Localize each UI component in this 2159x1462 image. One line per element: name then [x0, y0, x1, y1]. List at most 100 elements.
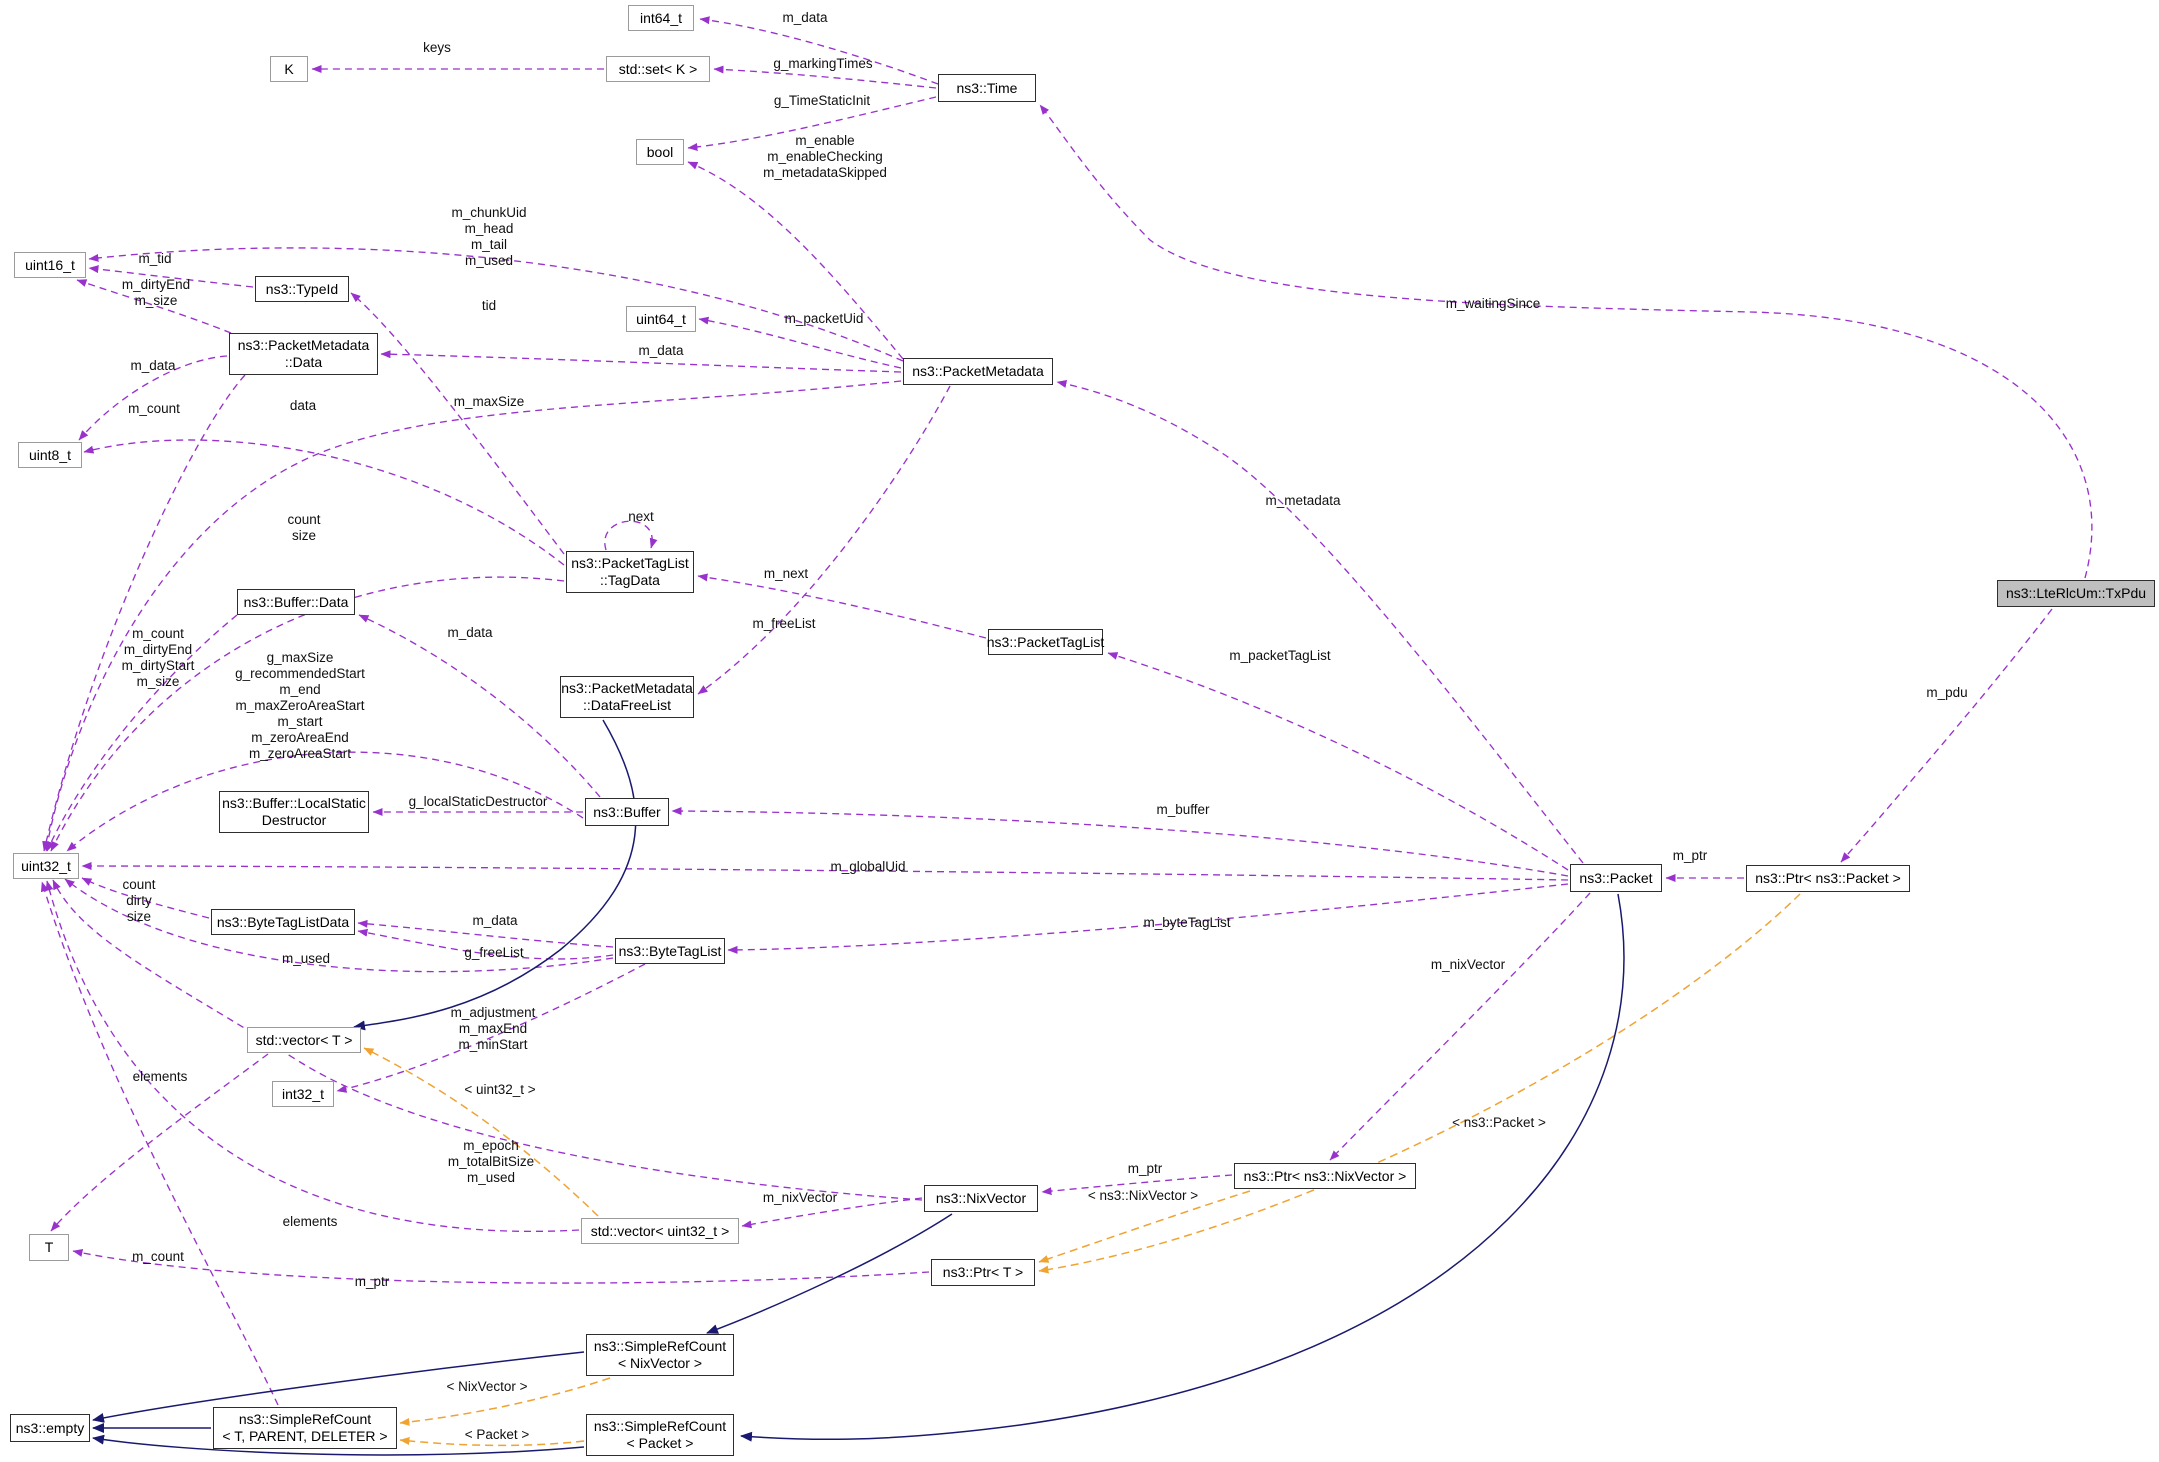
edge-label-packetmetadata-data-to-uint8-t: m_data: [130, 358, 176, 373]
node-ns3-empty[interactable]: ns3::empty: [10, 1414, 90, 1442]
edge-ptr-nixvector-to-ptr-t: [1038, 1190, 1251, 1263]
edge-ns3-packetmetadata-to-packetmetadata-datafreelist: [697, 385, 951, 695]
edge-label-ns3-bytetaglist-to-ns3-bytetaglistdata: g_freeList: [464, 945, 524, 960]
edge-ns3-buffer-to-buffer-data: [358, 614, 601, 798]
edge-ns3-packet-to-ns3-buffer: [671, 807, 1569, 877]
edge-std-vector-t-to-t: [50, 1053, 269, 1232]
node-ns3-time[interactable]: ns3::Time: [938, 74, 1036, 102]
node-ns3-bytetaglistdata[interactable]: ns3::ByteTagListData: [211, 909, 355, 935]
edge-ns3-packetmetadata-to-uint32-t: [43, 380, 902, 852]
edge-label-packettaglist-tagdata-to-packettaglist-tagdata: next: [628, 509, 654, 524]
edge-label-ns3-packet-to-uint32-t: m_globalUid: [830, 859, 906, 874]
edge-label-ns3-packetmetadata-to-packetmetadata-data: m_data: [638, 343, 684, 358]
node-ptr-t[interactable]: ns3::Ptr< T >: [931, 1259, 1035, 1286]
edge-ns3-bytetaglistdata-to-uint32-t: [81, 877, 210, 919]
edge-label-ns3-time-to-int64-t: m_data: [782, 10, 828, 25]
edge-packettaglist-tagdata-to-ns3-typeid: [350, 292, 565, 555]
edge-label-packettaglist-tagdata-to-uint32-t: count size: [287, 512, 321, 543]
node-t: T: [29, 1234, 69, 1261]
node-ns3-buffer[interactable]: ns3::Buffer: [585, 798, 669, 826]
node-packetmetadata-datafreelist[interactable]: ns3::PacketMetadata ::DataFreeList: [560, 676, 694, 718]
edge-ns3-buffer-to-uint32-t: [66, 751, 584, 852]
node-ns3-nixvector[interactable]: ns3::NixVector: [924, 1185, 1038, 1212]
edge-label-ns3-packet-to-ptr-nixvector: m_nixVector: [1430, 957, 1506, 972]
edge-label-packettaglist-tagdata-to-ns3-typeid: tid: [481, 298, 497, 313]
edge-ptr-packet-to-ptr-t: [1038, 893, 1801, 1274]
edge-label-ns3-bytetaglist-to-ns3-bytetaglistdata: m_data: [472, 913, 518, 928]
edge-simplerefcount-packet-to-ns3-empty: [92, 1434, 585, 1456]
edge-buffer-data-to-uint32-t: [46, 614, 238, 852]
edge-label-ns3-packet-to-ns3-buffer: m_buffer: [1156, 802, 1210, 817]
edge-label-ns3-packet-to-ns3-packettaglist: m_packetTagList: [1229, 648, 1331, 663]
edge-ns3-bytetaglist-to-ns3-bytetaglistdata: [357, 919, 614, 948]
edge-ns3-time-to-int64-t: [699, 16, 939, 85]
edge-label-ptr-packet-to-ns3-packet: m_ptr: [1672, 848, 1708, 863]
edge-simplerefcount-tpd-to-uint32-t: [40, 881, 279, 1406]
edge-ns3-time-to-std-set-k: [713, 65, 937, 89]
edge-label-ns3-nixvector-to-std-vector-uint32-t: m_nixVector: [762, 1190, 838, 1205]
edge-simplerefcount-packet-to-simplerefcount-tpd: [399, 1436, 585, 1447]
edge-ptr-t-to-t: [72, 1249, 930, 1284]
node-buffer-localstaticdestructor[interactable]: ns3::Buffer::LocalStatic Destructor: [219, 791, 369, 833]
node-int32-t: int32_t: [272, 1081, 334, 1107]
edge-ns3-nixvector-to-uint32-t: [52, 879, 923, 1201]
node-ns3-packetmetadata[interactable]: ns3::PacketMetadata: [903, 358, 1053, 385]
edge-ns3-nixvector-to-std-vector-uint32-t: [741, 1197, 923, 1229]
node-packettaglist-tagdata[interactable]: ns3::PacketTagList ::TagData: [566, 551, 694, 593]
edge-std-vector-uint32-t-to-std-vector-t: [363, 1047, 599, 1217]
edge-label-buffer-data-to-uint32-t: m_count m_dirtyEnd m_dirtyStart m_size: [121, 626, 195, 689]
edge-ns3-nixvector-to-simplerefcount-nixvector: [706, 1213, 953, 1334]
edge-label-ns3-packetmetadata-to-uint64-t: m_packetUid: [784, 311, 864, 326]
edge-label-ns3-bytetaglist-to-int32-t: m_adjustment m_maxEnd m_minStart: [450, 1005, 536, 1052]
edge-label-ns3-time-to-std-set-k: g_markingTimes: [773, 56, 873, 71]
edge-label-simplerefcount-packet-to-simplerefcount-tpd: < Packet >: [464, 1427, 530, 1442]
edge-ns3-packetmetadata-to-uint16-t: [88, 247, 904, 362]
edge-ns3-packettaglist-to-packettaglist-tagdata: [697, 573, 987, 639]
edge-ns3-packetmetadata-to-packetmetadata-data: [380, 350, 902, 373]
edge-ns3-packet-to-ns3-packetmetadata: [1056, 380, 1584, 864]
edge-ns3-packetmetadata-to-bool: [687, 161, 904, 360]
node-ns3-packettaglist[interactable]: ns3::PacketTagList: [987, 629, 1104, 655]
node-ns3-bytetaglist[interactable]: ns3::ByteTagList: [615, 938, 725, 964]
edge-ns3-typeid-to-uint16-t: [88, 265, 254, 288]
edge-label-packetmetadata-data-to-uint16-t: m_dirtyEnd m_size: [121, 277, 191, 308]
node-lterlcum-txpdu: ns3::LteRlcUm::TxPdu: [1997, 580, 2155, 607]
edge-label-ns3-nixvector-to-uint32-t: m_epoch m_totalBitSize m_used: [447, 1138, 535, 1185]
node-k: K: [270, 56, 308, 82]
edge-label-ns3-packetmetadata-to-packetmetadata-datafreelist: m_freeList: [752, 616, 816, 631]
edge-label-std-set-k-to-k: keys: [423, 40, 451, 55]
node-ptr-nixvector[interactable]: ns3::Ptr< ns3::NixVector >: [1234, 1163, 1416, 1189]
node-ns3-typeid[interactable]: ns3::TypeId: [255, 276, 349, 302]
edge-packettaglist-tagdata-to-uint32-t: [50, 576, 565, 852]
edge-lterlcum-txpdu-to-ns3-time: [1039, 104, 2093, 579]
node-ns3-packet[interactable]: ns3::Packet: [1570, 864, 1662, 892]
node-std-vector-uint32-t: std::vector< uint32_t >: [581, 1218, 739, 1244]
edge-ns3-bytetaglist-to-int32-t: [336, 963, 646, 1093]
edge-label-ns3-buffer-to-buffer-data: m_data: [447, 625, 493, 640]
edge-label-ptr-t-to-t: m_ptr: [354, 1274, 390, 1289]
node-std-vector-t: std::vector< T >: [247, 1027, 361, 1053]
edge-ptr-nixvector-to-ns3-nixvector: [1041, 1174, 1233, 1196]
node-uint64-t: uint64_t: [626, 306, 696, 332]
edge-ns3-packetmetadata-to-uint64-t: [698, 316, 902, 369]
edge-label-ns3-packetmetadata-to-bool: m_enable m_enableChecking m_metadataSkip…: [763, 133, 887, 180]
edge-label-std-vector-uint32-t-to-uint32-t: elements: [282, 1214, 338, 1229]
edge-label-lterlcum-txpdu-to-ptr-packet: m_pdu: [1926, 685, 1968, 700]
node-std-set-k: std::set< K >: [606, 56, 710, 82]
node-simplerefcount-nixvector[interactable]: ns3::SimpleRefCount < NixVector >: [586, 1334, 734, 1376]
edge-label-simplerefcount-nixvector-to-simplerefcount-tpd: < NixVector >: [446, 1379, 528, 1394]
node-buffer-data[interactable]: ns3::Buffer::Data: [237, 589, 355, 615]
edge-packetmetadata-data-to-uint16-t: [76, 279, 232, 334]
edge-label-ns3-bytetaglistdata-to-uint32-t: count dirty size: [122, 877, 156, 924]
edge-simplerefcount-nixvector-to-ns3-empty: [92, 1351, 585, 1423]
node-uint16-t: uint16_t: [14, 252, 86, 278]
node-ptr-packet[interactable]: ns3::Ptr< ns3::Packet >: [1746, 865, 1910, 892]
node-packetmetadata-data[interactable]: ns3::PacketMetadata ::Data: [229, 333, 378, 375]
node-simplerefcount-packet[interactable]: ns3::SimpleRefCount < Packet >: [586, 1414, 734, 1456]
edge-label-ptr-nixvector-to-ns3-nixvector: m_ptr: [1127, 1161, 1163, 1176]
edge-label-ns3-packetmetadata-to-uint32-t: m_maxSize: [453, 394, 525, 409]
node-simplerefcount-tpd[interactable]: ns3::SimpleRefCount < T, PARENT, DELETER…: [213, 1407, 397, 1449]
edge-label-simplerefcount-tpd-to-uint32-t: m_count: [132, 1249, 184, 1264]
